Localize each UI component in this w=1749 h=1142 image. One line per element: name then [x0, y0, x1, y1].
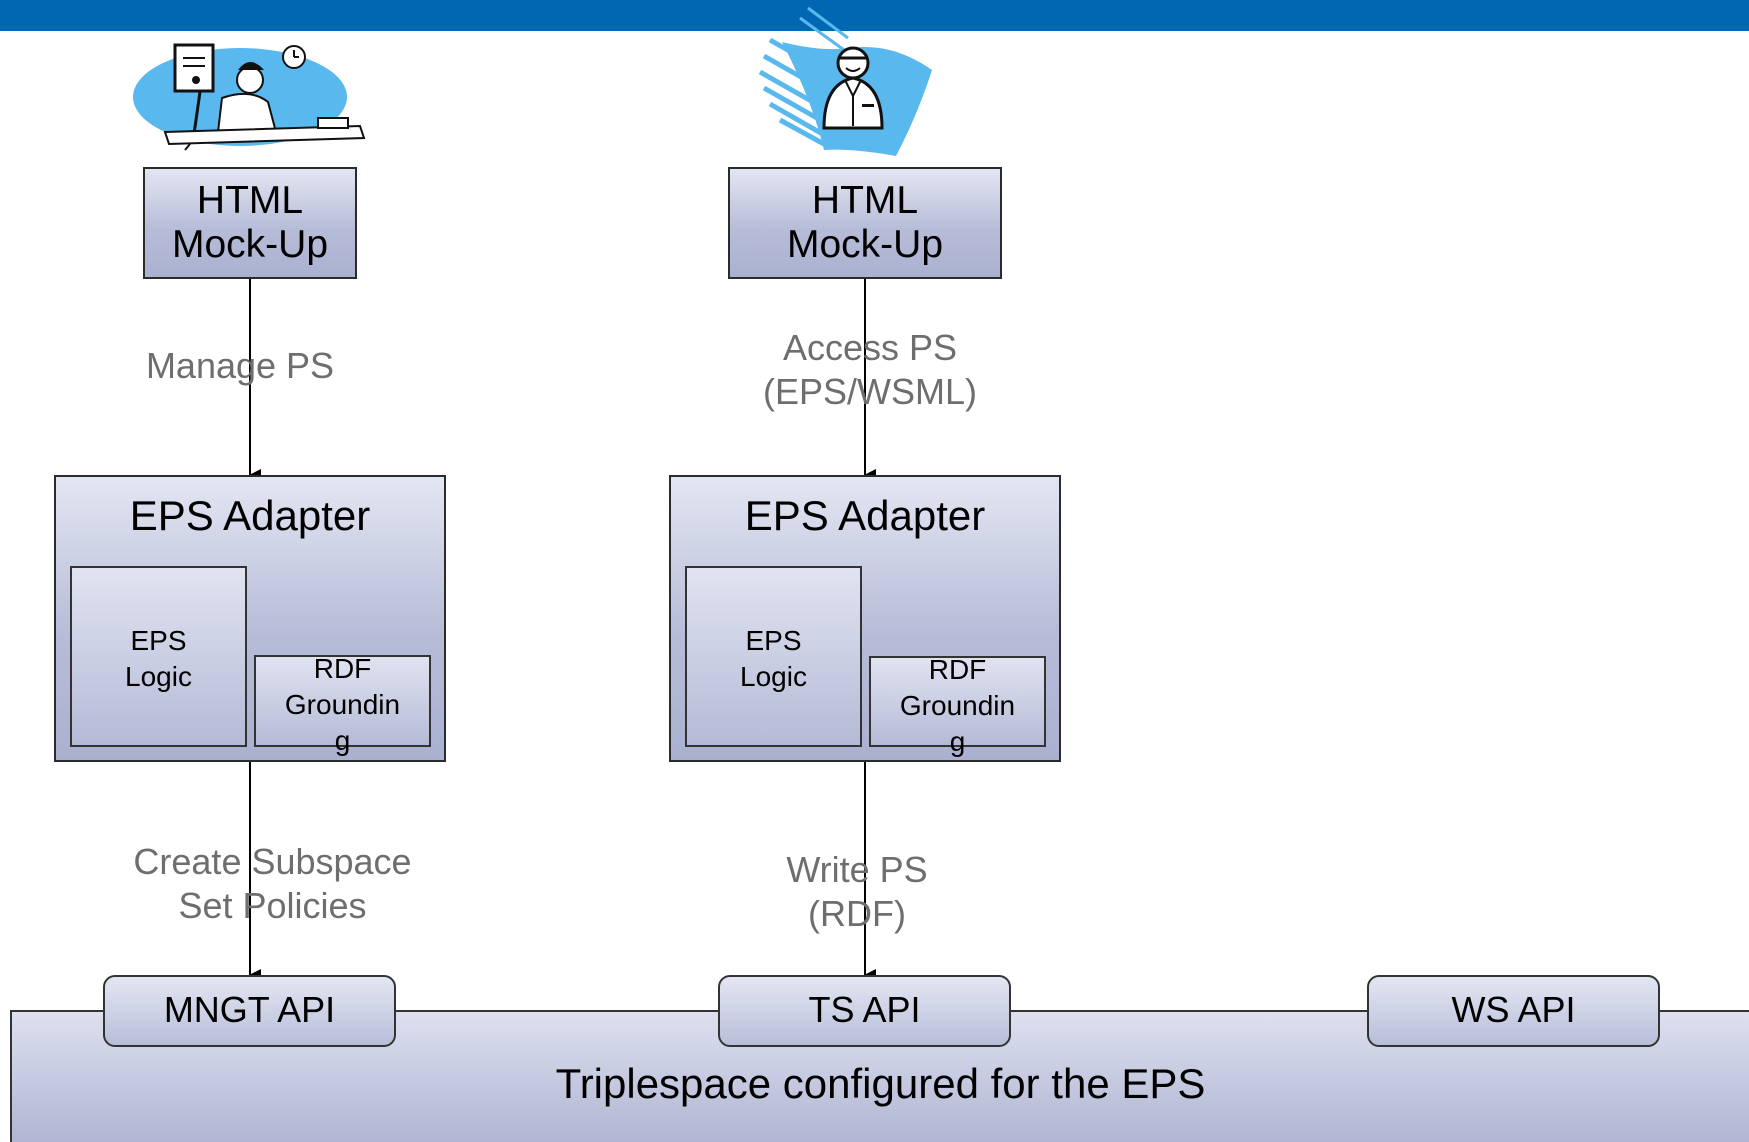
eps-logic-label-left: EPS Logic — [125, 625, 192, 692]
top-banner — [0, 0, 1749, 31]
eps-adapter-title-left: EPS Adapter — [129, 492, 371, 539]
edge-label-access-ps: Access PS (EPS/WSML) — [762, 327, 977, 412]
eps-logic-box-middle: EPS Logic — [685, 566, 862, 747]
ws-api-box: WS API — [1367, 975, 1660, 1047]
mockup-label-left: HTML Mock-Up — [171, 179, 329, 266]
mockup-label-middle: HTML Mock-Up — [786, 179, 944, 266]
edge-label-create-subspace: Create Subspace Set Policies — [133, 841, 412, 926]
edge-label-manage-ps: Manage PS — [145, 345, 335, 386]
eps-adapter-middle: EPS Adapter EPS Logic RDF Groundin g — [669, 475, 1061, 762]
eps-logic-label-middle: EPS Logic — [740, 625, 807, 692]
ts-api-box: TS API — [718, 975, 1011, 1047]
eps-adapter-title-middle: EPS Adapter — [744, 492, 986, 539]
mockup-box-left: HTML Mock-Up — [143, 167, 357, 279]
mngt-api-box: MNGT API — [103, 975, 396, 1047]
edge-label-write-ps: Write PS (RDF) — [786, 849, 928, 934]
triplespace-label: Triplespace configured for the EPS — [555, 1060, 1206, 1107]
rdf-grounding-box-left: RDF Groundin g — [254, 653, 431, 756]
eps-logic-box-left: EPS Logic — [70, 566, 247, 747]
eps-adapter-left: EPS Adapter EPS Logic RDF Groundin g — [54, 475, 446, 762]
mockup-box-middle: HTML Mock-Up — [728, 167, 1002, 279]
rdf-grounding-label-middle: RDF Groundin g — [899, 654, 1016, 757]
rdf-grounding-label-left: RDF Groundin g — [284, 653, 401, 756]
rdf-grounding-box-middle: RDF Groundin g — [869, 654, 1046, 757]
